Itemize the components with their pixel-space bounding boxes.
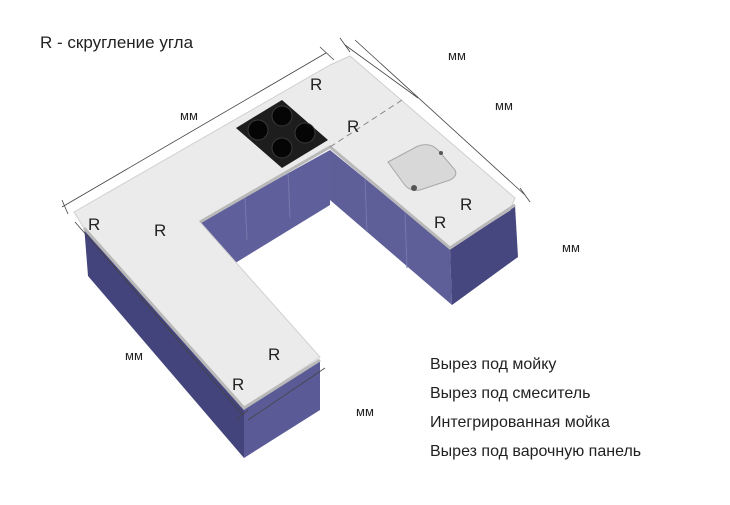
hob <box>236 100 328 168</box>
corner-radius-marker: R <box>232 375 244 394</box>
corner-radius-marker: R <box>434 213 446 232</box>
inner-back-cabinets <box>200 150 330 265</box>
sink <box>387 144 457 191</box>
countertop-edge-left <box>82 227 321 410</box>
dim-left-length: мм <box>125 348 143 363</box>
corner-radius-marker: R <box>268 345 280 364</box>
feature-item: Вырез под смеситель <box>430 385 591 402</box>
countertop-seam <box>329 99 403 148</box>
feature-list: Вырез под мойку Вырез под смеситель Инте… <box>430 350 641 466</box>
feature-item: Вырез под мойку <box>430 356 557 373</box>
dimension-lines <box>61 37 531 421</box>
corner-radius-marker: R <box>88 215 100 234</box>
feature-item: Интегрированная мойка <box>430 414 610 431</box>
dim-right-depth-top: мм <box>448 48 466 63</box>
cabinet-door-lines <box>244 171 408 269</box>
hob-burner <box>247 119 269 141</box>
dim-back-length: мм <box>180 108 198 123</box>
corner-radius-marker: R <box>154 221 166 240</box>
corner-radius-marker: R <box>460 195 472 214</box>
faucet-hole <box>439 151 443 155</box>
countertop-edge <box>199 145 516 250</box>
hob-burner <box>294 122 316 144</box>
left-arm-outer-side <box>84 225 244 458</box>
right-arm-front-cabinets <box>330 150 452 305</box>
corner-radius-marker: R <box>347 117 359 136</box>
feature-item: Вырез под варочную панель <box>430 443 642 460</box>
corner-radius-marker: R <box>310 75 322 94</box>
radius-legend: R - скругление угла <box>40 33 194 52</box>
hob-burner <box>271 105 293 127</box>
dim-right-depth: мм <box>562 240 580 255</box>
right-arm-end-face <box>450 205 518 305</box>
hob-burner <box>271 137 293 159</box>
dim-right-length: мм <box>495 98 513 113</box>
dim-left-depth: мм <box>356 404 374 419</box>
sink-drain <box>411 185 417 191</box>
